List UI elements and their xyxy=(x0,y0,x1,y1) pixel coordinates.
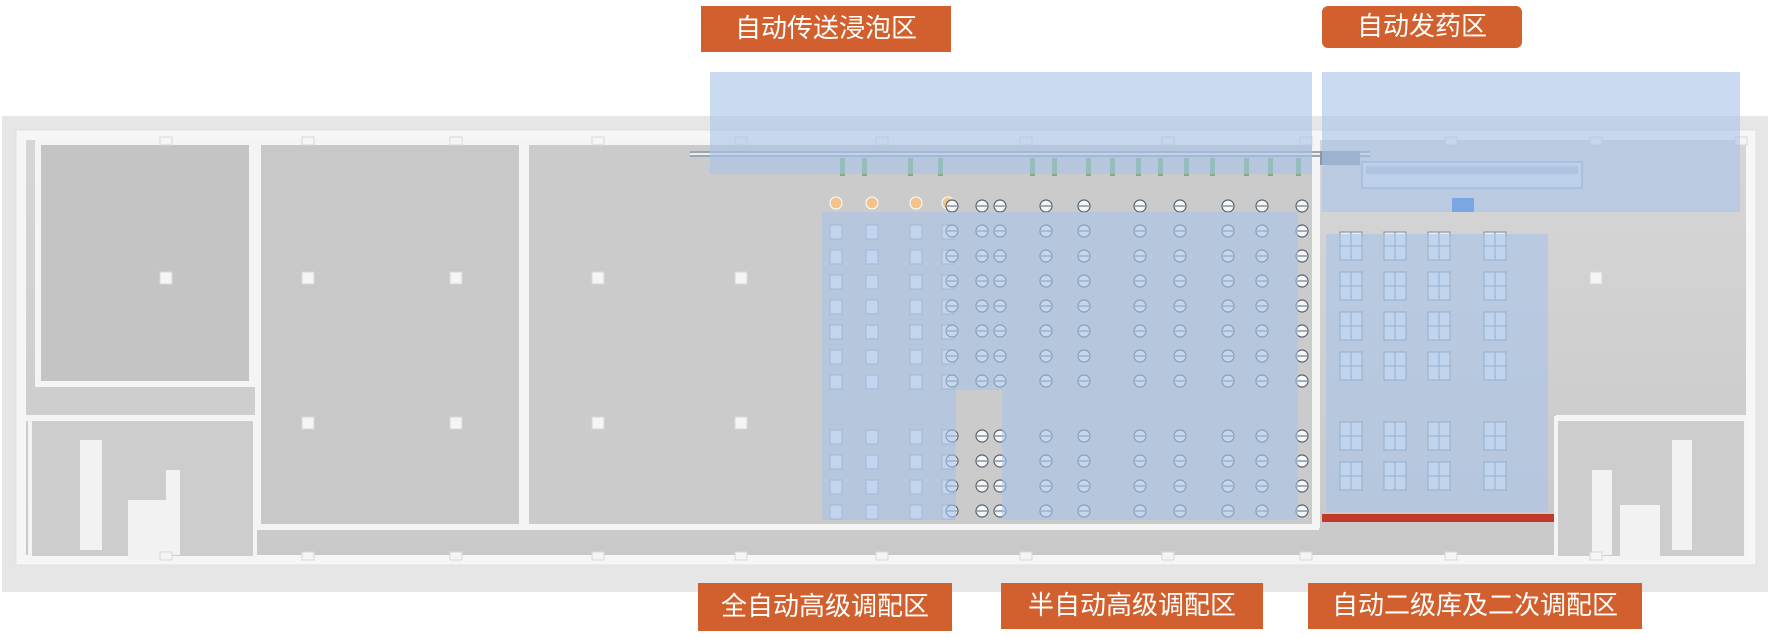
warning-strip xyxy=(1322,514,1554,522)
stall-5 xyxy=(1620,505,1660,560)
stall-6 xyxy=(1672,440,1692,550)
zone-overlay-semi-auto xyxy=(1002,212,1298,520)
room-left-top xyxy=(35,139,255,387)
zone-overlay-full-auto xyxy=(822,212,1002,520)
room-left-2 xyxy=(255,139,525,530)
zone-label-auto-dispensing: 自动发药区 xyxy=(1322,6,1522,48)
stall-2 xyxy=(128,500,168,560)
stall-1 xyxy=(80,440,102,550)
zone-label-secondary-storage: 自动二级库及二次调配区 xyxy=(1308,583,1642,629)
stall-3 xyxy=(166,470,180,555)
zone-overlay-dispensing xyxy=(1322,72,1740,212)
corridor-wall xyxy=(26,415,256,421)
corridor-wall-right xyxy=(1556,415,1746,421)
zone-overlays xyxy=(710,72,1740,520)
workstation xyxy=(829,196,843,210)
zone-label-conveyor-soak: 自动传送浸泡区 xyxy=(701,6,951,52)
zone-label-full-auto-mixing: 全自动高级调配区 xyxy=(698,583,952,631)
workstation xyxy=(909,196,923,210)
partition-wall xyxy=(1312,136,1320,528)
zone-overlay-storage xyxy=(1326,234,1548,512)
zone-label-semi-auto-mixing: 半自动高级调配区 xyxy=(1001,583,1263,629)
workstation xyxy=(865,196,879,210)
zone-overlay-conveyor xyxy=(710,72,1312,174)
stall-4 xyxy=(1592,470,1612,555)
